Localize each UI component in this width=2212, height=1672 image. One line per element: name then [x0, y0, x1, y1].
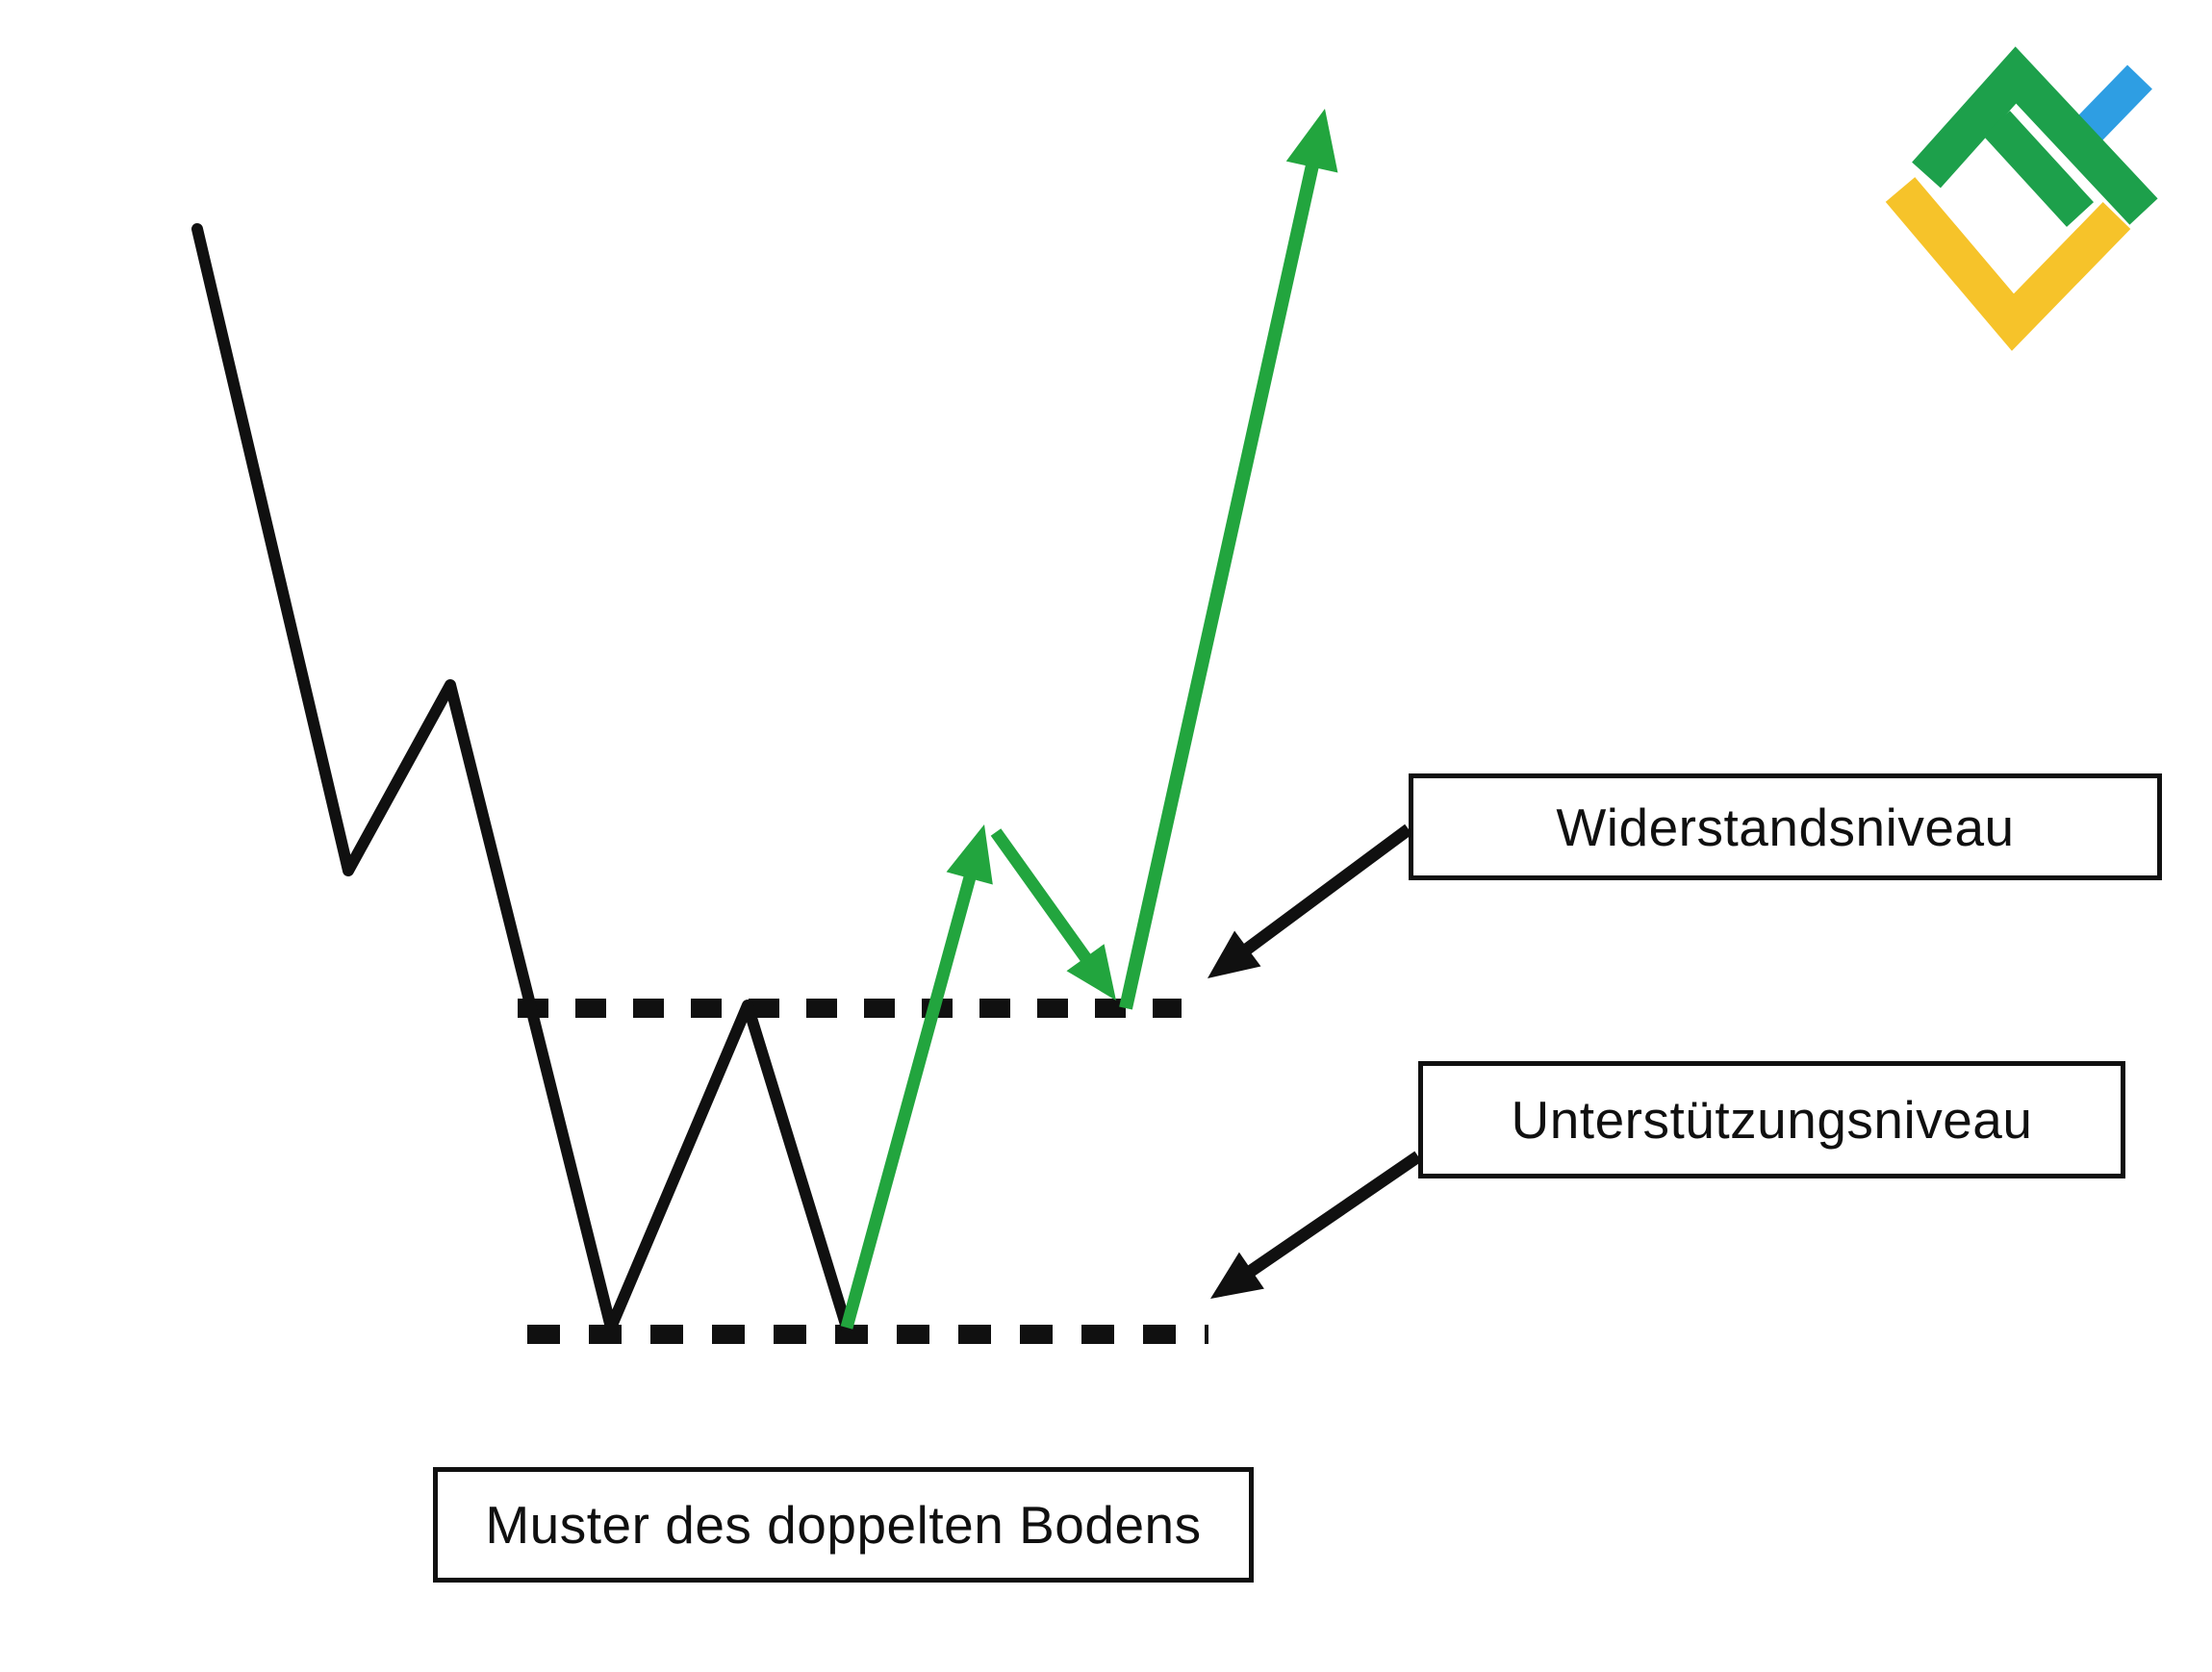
support-label: Unterstützungsniveau — [1511, 1090, 2033, 1150]
green-rally-arrow-shaft — [1119, 158, 1321, 1010]
green-rally-arrow — [1119, 109, 1338, 1010]
green-pullback-arrow-head — [1066, 944, 1116, 1001]
green-pullback-arrow-shaft — [990, 828, 1095, 968]
pattern-title-box: Muster des doppelten Bodens — [433, 1467, 1254, 1583]
support-pointer-arrow-shaft — [1241, 1151, 1422, 1280]
green-breakout-test-arrow — [840, 824, 993, 1330]
price-line-group — [191, 223, 852, 1333]
trend-arrows-group — [840, 109, 1338, 1330]
pointer-arrows-group — [1208, 823, 1422, 1299]
resistance-label-box: Widerstandsniveau — [1409, 773, 2162, 880]
pattern-title-label: Muster des doppelten Bodens — [485, 1495, 1202, 1555]
level-lines-group — [518, 999, 1208, 1344]
support-pointer-arrow-head — [1210, 1252, 1264, 1299]
litefinance-logo — [1885, 46, 2158, 351]
green-breakout-test-arrow-shaft — [840, 869, 979, 1330]
price-decline-double-bottom-line — [191, 223, 852, 1333]
resistance-pointer-arrow — [1208, 823, 1412, 978]
resistance-label: Widerstandsniveau — [1556, 797, 2015, 857]
logo-yellow-check — [1885, 177, 2131, 351]
logo-green-chevron — [1912, 46, 2158, 225]
logo-green-bar — [1982, 111, 2095, 227]
green-pullback-arrow — [990, 828, 1116, 1001]
green-breakout-test-arrow-head — [946, 824, 993, 885]
resistance-pointer-arrow-shaft — [1237, 823, 1412, 959]
support-label-box: Unterstützungsniveau — [1418, 1061, 2125, 1178]
resistance-pointer-arrow-head — [1208, 930, 1261, 978]
support-pointer-arrow — [1210, 1151, 1422, 1299]
green-rally-arrow-head — [1285, 109, 1338, 173]
